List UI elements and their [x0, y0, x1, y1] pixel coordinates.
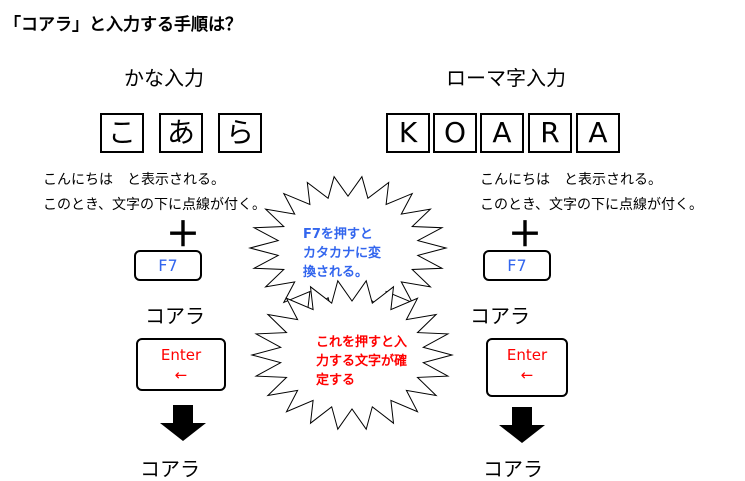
- f7-callout-text: F7を押すと カタカナに変 換される。: [303, 225, 381, 282]
- return-arrow-icon: ←: [520, 366, 534, 384]
- kana-key: こ: [100, 113, 144, 153]
- f7-key: F7: [134, 250, 202, 281]
- return-arrow-icon: ←: [174, 366, 188, 384]
- desc-line: このとき、文字の下に点線が付く。: [480, 197, 704, 213]
- f7-key: F7: [483, 250, 551, 281]
- enter-label: Enter: [506, 346, 548, 364]
- romaji-key: R: [528, 113, 572, 153]
- desc-line: このとき、文字の下に点線が付く。: [43, 197, 267, 213]
- kana-key: ら: [218, 113, 262, 153]
- romaji-key: A: [480, 113, 524, 153]
- callout-line: カタカナに変: [303, 246, 382, 261]
- katakana-result: コアラ: [470, 304, 530, 328]
- plus-icon: ＋: [508, 215, 542, 255]
- romaji-heading: ローマ字入力: [446, 66, 566, 90]
- kana-heading: かな入力: [124, 66, 204, 90]
- desc-line: こんにちは と表示される。: [480, 172, 662, 188]
- kana-key: あ: [159, 113, 203, 153]
- desc-line: こんにちは と表示される。: [43, 172, 225, 188]
- katakana-result: コアラ: [145, 304, 205, 328]
- romaji-key: O: [433, 113, 477, 153]
- enter-callout-text: これを押すと入 力する文字が確 定する: [316, 333, 407, 390]
- callout-line: 換される。: [303, 265, 369, 280]
- final-result: コアラ: [483, 457, 543, 481]
- plus-icon: ＋: [166, 215, 200, 255]
- final-result: コアラ: [140, 457, 200, 481]
- romaji-key: A: [576, 113, 620, 153]
- callout-line: これを押すと入: [316, 335, 408, 350]
- down-arrow-icon: [160, 405, 206, 441]
- callout-line: 力する文字が確: [316, 354, 408, 369]
- down-arrow-icon: [499, 407, 545, 443]
- page-title: 「コアラ」と入力する手順は？: [4, 15, 242, 35]
- enter-callout-starburst: [250, 279, 454, 431]
- romaji-description: こんにちは と表示される。 このとき、文字の下に点線が付く。: [480, 168, 703, 218]
- callout-line: 定する: [316, 373, 356, 388]
- callout-line: F7を押すと: [303, 227, 373, 242]
- enter-label: Enter: [160, 346, 202, 364]
- enter-key: Enter ←: [486, 338, 568, 397]
- romaji-key: K: [386, 113, 430, 153]
- enter-key: Enter ←: [136, 338, 226, 391]
- kana-description: こんにちは と表示される。 このとき、文字の下に点線が付く。: [43, 168, 266, 218]
